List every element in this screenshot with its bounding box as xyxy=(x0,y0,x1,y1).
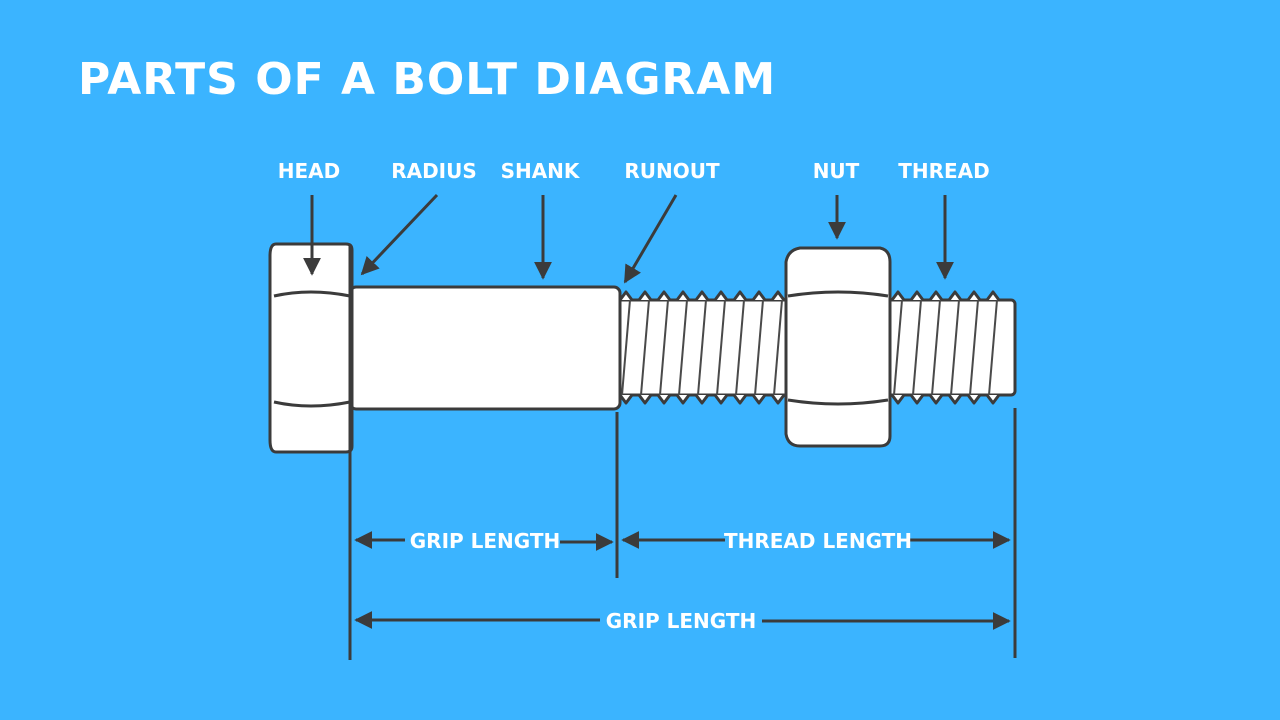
thread-line xyxy=(931,299,941,396)
thread-crest xyxy=(928,290,944,301)
thread-line xyxy=(969,299,979,396)
thread-line xyxy=(754,299,764,396)
thread-crest xyxy=(985,290,1001,301)
thread-crest xyxy=(751,290,767,301)
thread-line xyxy=(678,299,688,396)
thread-crest xyxy=(909,394,925,405)
nut xyxy=(784,246,892,448)
arrow-radius xyxy=(360,193,439,276)
dimension-grip-length-bottom: GRIP LENGTH xyxy=(354,609,1011,633)
thread-crest xyxy=(713,394,729,405)
thread-crest xyxy=(713,290,729,301)
thread-crest xyxy=(890,290,906,301)
thread-line xyxy=(950,299,960,396)
thread-crest xyxy=(770,394,786,405)
thread-line xyxy=(697,299,707,396)
thread-crest xyxy=(675,394,691,405)
thread-crest xyxy=(694,394,710,405)
thread-line xyxy=(912,299,922,396)
label-runout: RUNOUT xyxy=(624,159,720,183)
thread-crest xyxy=(618,394,634,405)
thread-line xyxy=(716,299,726,396)
thread-crest xyxy=(966,290,982,301)
thread-crest xyxy=(966,394,982,405)
thread-crest xyxy=(985,394,1001,405)
thread-line xyxy=(659,299,669,396)
label-shank: SHANK xyxy=(501,159,581,183)
thread-crest xyxy=(732,394,748,405)
thread-crest xyxy=(928,394,944,405)
grip-length-bottom-label: GRIP LENGTH xyxy=(606,609,756,633)
thread-crest xyxy=(637,290,653,301)
label-radius: RADIUS xyxy=(391,159,477,183)
thread-crest xyxy=(694,290,710,301)
thread-line xyxy=(773,299,783,396)
thread-crest xyxy=(656,394,672,405)
thread-crest xyxy=(909,290,925,301)
shank xyxy=(348,285,622,411)
thread-crest xyxy=(751,394,767,405)
thread-crest xyxy=(890,394,906,405)
label-head: HEAD xyxy=(278,159,340,183)
thread-crest xyxy=(675,290,691,301)
thread-length-label: THREAD LENGTH xyxy=(724,529,912,553)
thread-crest xyxy=(637,394,653,405)
thread-crest xyxy=(656,290,672,301)
thread-crest xyxy=(947,290,963,301)
thread-line xyxy=(735,299,745,396)
dimension-grip-length-top: GRIP LENGTH xyxy=(354,529,614,553)
thread-crest xyxy=(618,290,634,301)
dimension-thread-length: THREAD LENGTH xyxy=(621,529,1011,553)
grip-length-top-label: GRIP LENGTH xyxy=(410,529,560,553)
thread-line xyxy=(893,299,903,396)
thread-crest xyxy=(732,290,748,301)
arrow-runout xyxy=(623,194,678,284)
page-title: PARTS OF A BOLT DIAGRAM xyxy=(78,54,777,105)
thread-crest xyxy=(947,394,963,405)
thread-line xyxy=(640,299,650,396)
label-nut: NUT xyxy=(813,159,860,183)
thread-crest xyxy=(770,290,786,301)
label-thread: THREAD xyxy=(898,159,990,183)
thread-line xyxy=(621,299,631,396)
thread-line xyxy=(988,299,998,396)
bolt-head xyxy=(268,242,354,660)
